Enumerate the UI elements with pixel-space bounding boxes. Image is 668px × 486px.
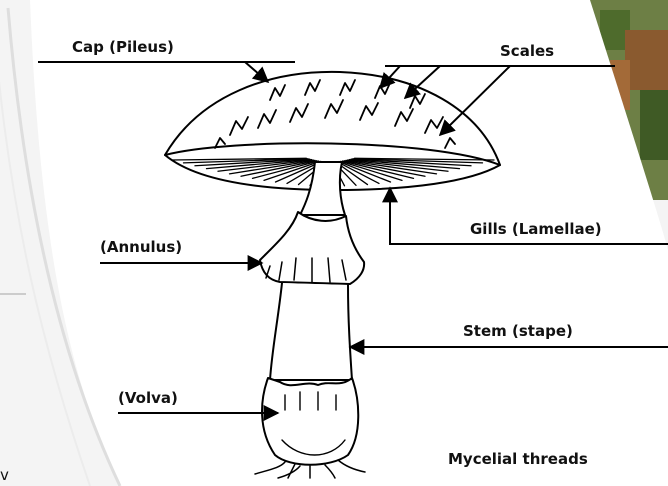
gill-line	[338, 160, 392, 183]
gill-line	[347, 159, 449, 172]
label-cap: Cap (Pileus)	[72, 38, 174, 56]
cap-arrow	[244, 61, 270, 84]
gill-line	[263, 160, 321, 181]
gill-line	[348, 158, 461, 170]
scales-arrow-3	[438, 65, 511, 137]
page-arc-outer	[0, 80, 91, 486]
label-annulus: (Annulus)	[100, 238, 183, 256]
label-volva: (Volva)	[118, 389, 178, 407]
gill-line	[251, 160, 320, 180]
gill-line	[340, 160, 403, 181]
lower-stem	[269, 282, 353, 381]
gill-line	[352, 158, 484, 164]
label-gills: Gills (Lamellae)	[470, 220, 602, 238]
upper-stem	[299, 161, 346, 216]
gill-line	[194, 158, 311, 167]
gill-line	[182, 158, 309, 164]
volva-lines	[281, 391, 346, 456]
scales-arrow-1	[378, 65, 401, 90]
gill-line	[205, 158, 313, 170]
gill-line	[345, 159, 438, 175]
corner-letter: v	[0, 466, 9, 484]
gill-line	[350, 158, 472, 167]
gill-line	[228, 159, 316, 175]
gill-line	[336, 161, 380, 185]
annulus-folds	[265, 257, 347, 283]
gill-line	[341, 160, 415, 180]
gill-line	[240, 160, 318, 177]
mycelial-threads	[254, 459, 366, 479]
scales-arrow-2	[403, 65, 441, 100]
leader-lines	[38, 61, 668, 421]
gill-line	[343, 160, 426, 177]
gill-line	[217, 159, 314, 172]
cap-underside	[164, 142, 501, 166]
gill-line	[353, 157, 495, 161]
label-mycelium: Mycelial threads	[448, 450, 588, 468]
page-arc	[6, 7, 122, 486]
gill-line	[171, 157, 307, 161]
mushroom-drawing	[164, 70, 501, 479]
label-stem: Stem (stape)	[463, 322, 573, 340]
label-scales: Scales	[500, 42, 555, 60]
volva-cup	[261, 377, 360, 466]
gills-leader	[382, 186, 668, 245]
